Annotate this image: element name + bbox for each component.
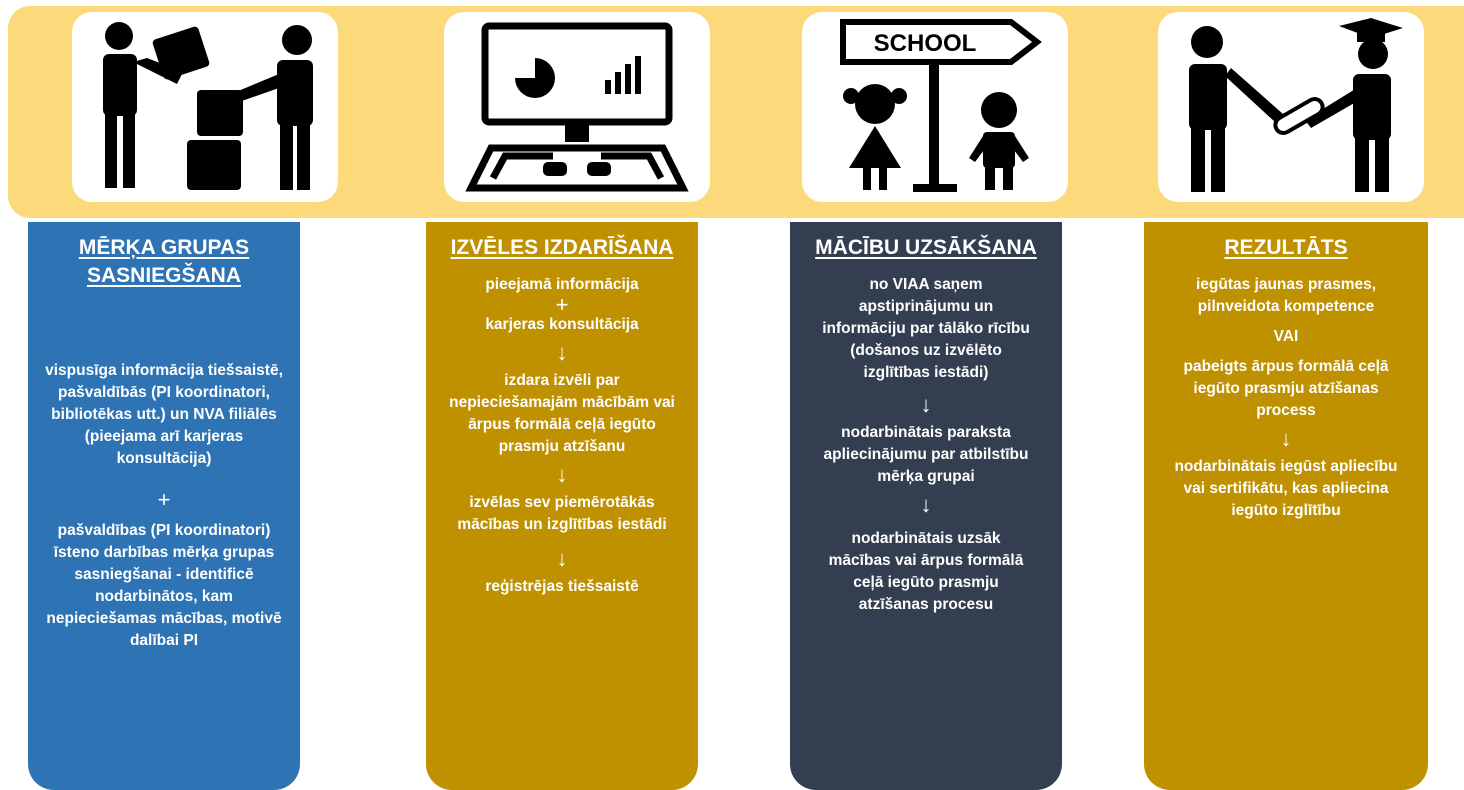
step-text: karjeras konsultācija: [485, 316, 639, 333]
handing-box-icon: [103, 22, 313, 190]
step-text: nodarbinātais uzsāk mācības vai ārpus fo…: [828, 530, 1024, 613]
step-text: nodarbinātais paraksta apliecinājumu par…: [823, 424, 1029, 485]
step-text: no VIAA saņem apstiprinājumu un informāc…: [822, 276, 1030, 381]
step-text: pašvaldības (PI koordinatori) īsteno dar…: [46, 522, 282, 649]
down-arrow-icon: ↓: [1280, 426, 1292, 451]
icon-card-1: [72, 12, 338, 202]
step-heading: REZULTĀTS: [1224, 236, 1348, 259]
icon-card-2: [444, 12, 710, 202]
down-arrow-icon: ↓: [556, 340, 568, 365]
step-text: reģistrējas tiešsaistē: [485, 578, 639, 595]
step-heading: IZVĒLES IZDARĪŠANA: [450, 236, 674, 259]
step-column-1: MĒRĶA GRUPAS SASNIEGŠANA vispusīga infor…: [28, 222, 300, 790]
plus-sign: +: [555, 292, 569, 317]
diploma-handover-icon: [1189, 18, 1403, 192]
step-heading: MĀCĪBU UZSĀKŠANA: [815, 236, 1037, 259]
step-text: iegūtas jaunas prasmes, pilnveidota komp…: [1195, 276, 1377, 315]
step-text: vispusīga informācija tiešsaistē, pašval…: [45, 362, 283, 467]
down-arrow-icon: ↓: [920, 392, 932, 417]
step-text: pabeigts ārpus formālā ceļā iegūto prasm…: [1183, 358, 1389, 419]
step-column-3: MĀCĪBU UZSĀKŠANA no VIAA saņem apstiprin…: [790, 222, 1062, 790]
school-sign-text: SCHOOL: [874, 30, 977, 57]
plus-sign: +: [157, 487, 171, 512]
school-sign-icon: SCHOOL: [840, 19, 1042, 192]
icon-card-3: SCHOOL: [802, 12, 1068, 202]
step-text: izdara izvēli par nepieciešamajām mācībā…: [449, 372, 675, 455]
down-arrow-icon: ↓: [556, 462, 568, 487]
icon-card-4: [1158, 12, 1424, 202]
step-column-2: IZVĒLES IZDARĪŠANA pieejamā informācija …: [426, 222, 698, 790]
down-arrow-icon: ↓: [556, 546, 568, 571]
down-arrow-icon: ↓: [920, 492, 932, 517]
step-text: nodarbinātais iegūst apliecību vai serti…: [1174, 458, 1398, 519]
step-text: izvēlas sev piemērotākās mācības un izgl…: [457, 494, 667, 533]
step-heading: MĒRĶA GRUPAS SASNIEGŠANA: [78, 236, 250, 287]
step-column-4: REZULTĀTS iegūtas jaunas prasmes, pilnve…: [1144, 222, 1428, 790]
computer-chart-icon: [465, 22, 689, 192]
or-label: VAI: [1273, 328, 1299, 345]
step-text: pieejamā informācija: [485, 276, 639, 293]
